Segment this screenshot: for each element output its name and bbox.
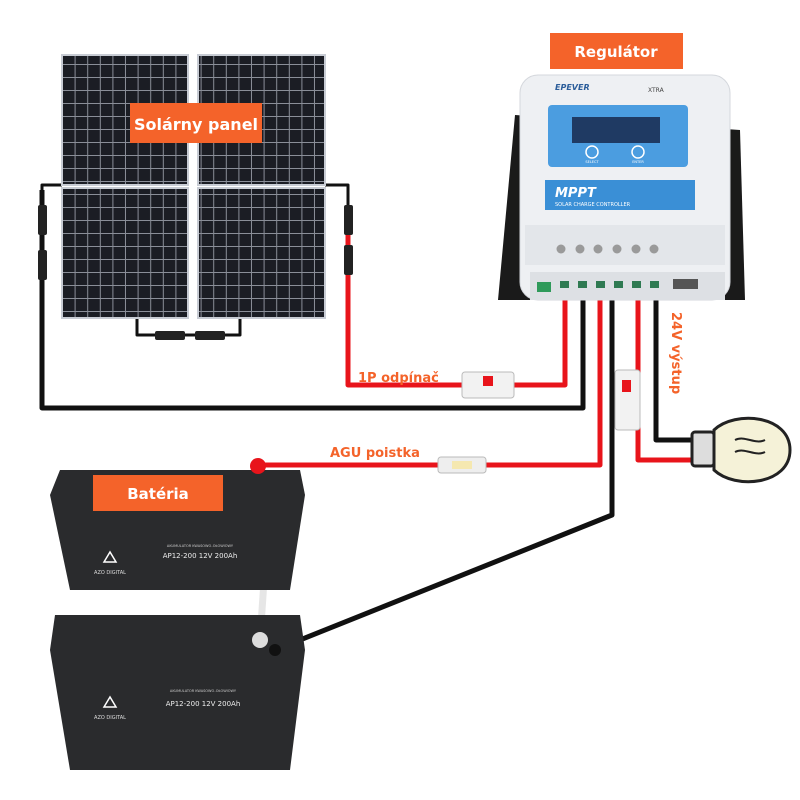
svg-text:SELECT: SELECT [585, 160, 599, 164]
controller-label: Regulátor [550, 33, 683, 69]
svg-text:MPPT: MPPT [555, 186, 597, 201]
agu-fuse [437, 456, 487, 474]
solar-panel [61, 54, 326, 319]
battery-positive-wire [258, 300, 603, 468]
disconnector-label: 1P odpínač [358, 371, 439, 386]
battery-label: Batéria [93, 475, 223, 511]
svg-text:SOLAR CHARGE CONTROLLER: SOLAR CHARGE CONTROLLER [555, 202, 631, 208]
svg-text:AKUMULATOR KWASOWO-OŁOWIOWY: AKUMULATOR KWASOWO-OŁOWIOWY [170, 689, 237, 693]
panel-right-top-lead [325, 183, 350, 205]
load-negative-wire [653, 300, 692, 443]
select-button[interactable] [585, 145, 599, 159]
output-breaker[interactable] [614, 369, 641, 431]
svg-text:Solárny panel: Solárny panel [134, 115, 258, 134]
output-label: 24V výstup [668, 312, 683, 394]
panel-left-top-lead [40, 183, 62, 205]
svg-text:Batéria: Batéria [127, 485, 189, 503]
mc4-connectors [38, 205, 353, 340]
charge-controller: EPEVER XTRA SELECT ENTER MPPT SOLAR CHAR… [498, 74, 745, 301]
disconnector-switch[interactable] [461, 371, 515, 399]
battery-bottom: AZO DIGITAL AKUMULATOR KWASOWO-OŁOWIOWY … [50, 615, 305, 770]
solar-panel-label: Solárny panel [130, 103, 262, 143]
svg-text:AP12-200 12V 200Ah: AP12-200 12V 200Ah [166, 700, 241, 708]
svg-text:ENTER: ENTER [632, 160, 644, 164]
load-positive-wire [635, 300, 692, 463]
panel-negative-wire [39, 190, 586, 411]
battery-negative-wire [274, 300, 615, 653]
panel-series-link [135, 318, 242, 337]
svg-text:Regulátor: Regulátor [574, 43, 658, 61]
svg-text:AP12-200 12V 200Ah: AP12-200 12V 200Ah [163, 552, 238, 560]
svg-text:EPEVER: EPEVER [555, 83, 590, 92]
svg-text:AZO DIGITAL: AZO DIGITAL [94, 570, 126, 576]
panel-positive-wire [345, 230, 568, 388]
svg-text:AZO DIGITAL: AZO DIGITAL [94, 715, 126, 721]
svg-text:AKUMULATOR KWASOWO-OŁOWIOWY: AKUMULATOR KWASOWO-OŁOWIOWY [167, 544, 234, 548]
svg-text:XTRA: XTRA [648, 87, 665, 94]
light-bulb-icon [690, 416, 792, 484]
fuse-label: AGU poistka [330, 446, 420, 461]
enter-button[interactable] [631, 145, 645, 159]
